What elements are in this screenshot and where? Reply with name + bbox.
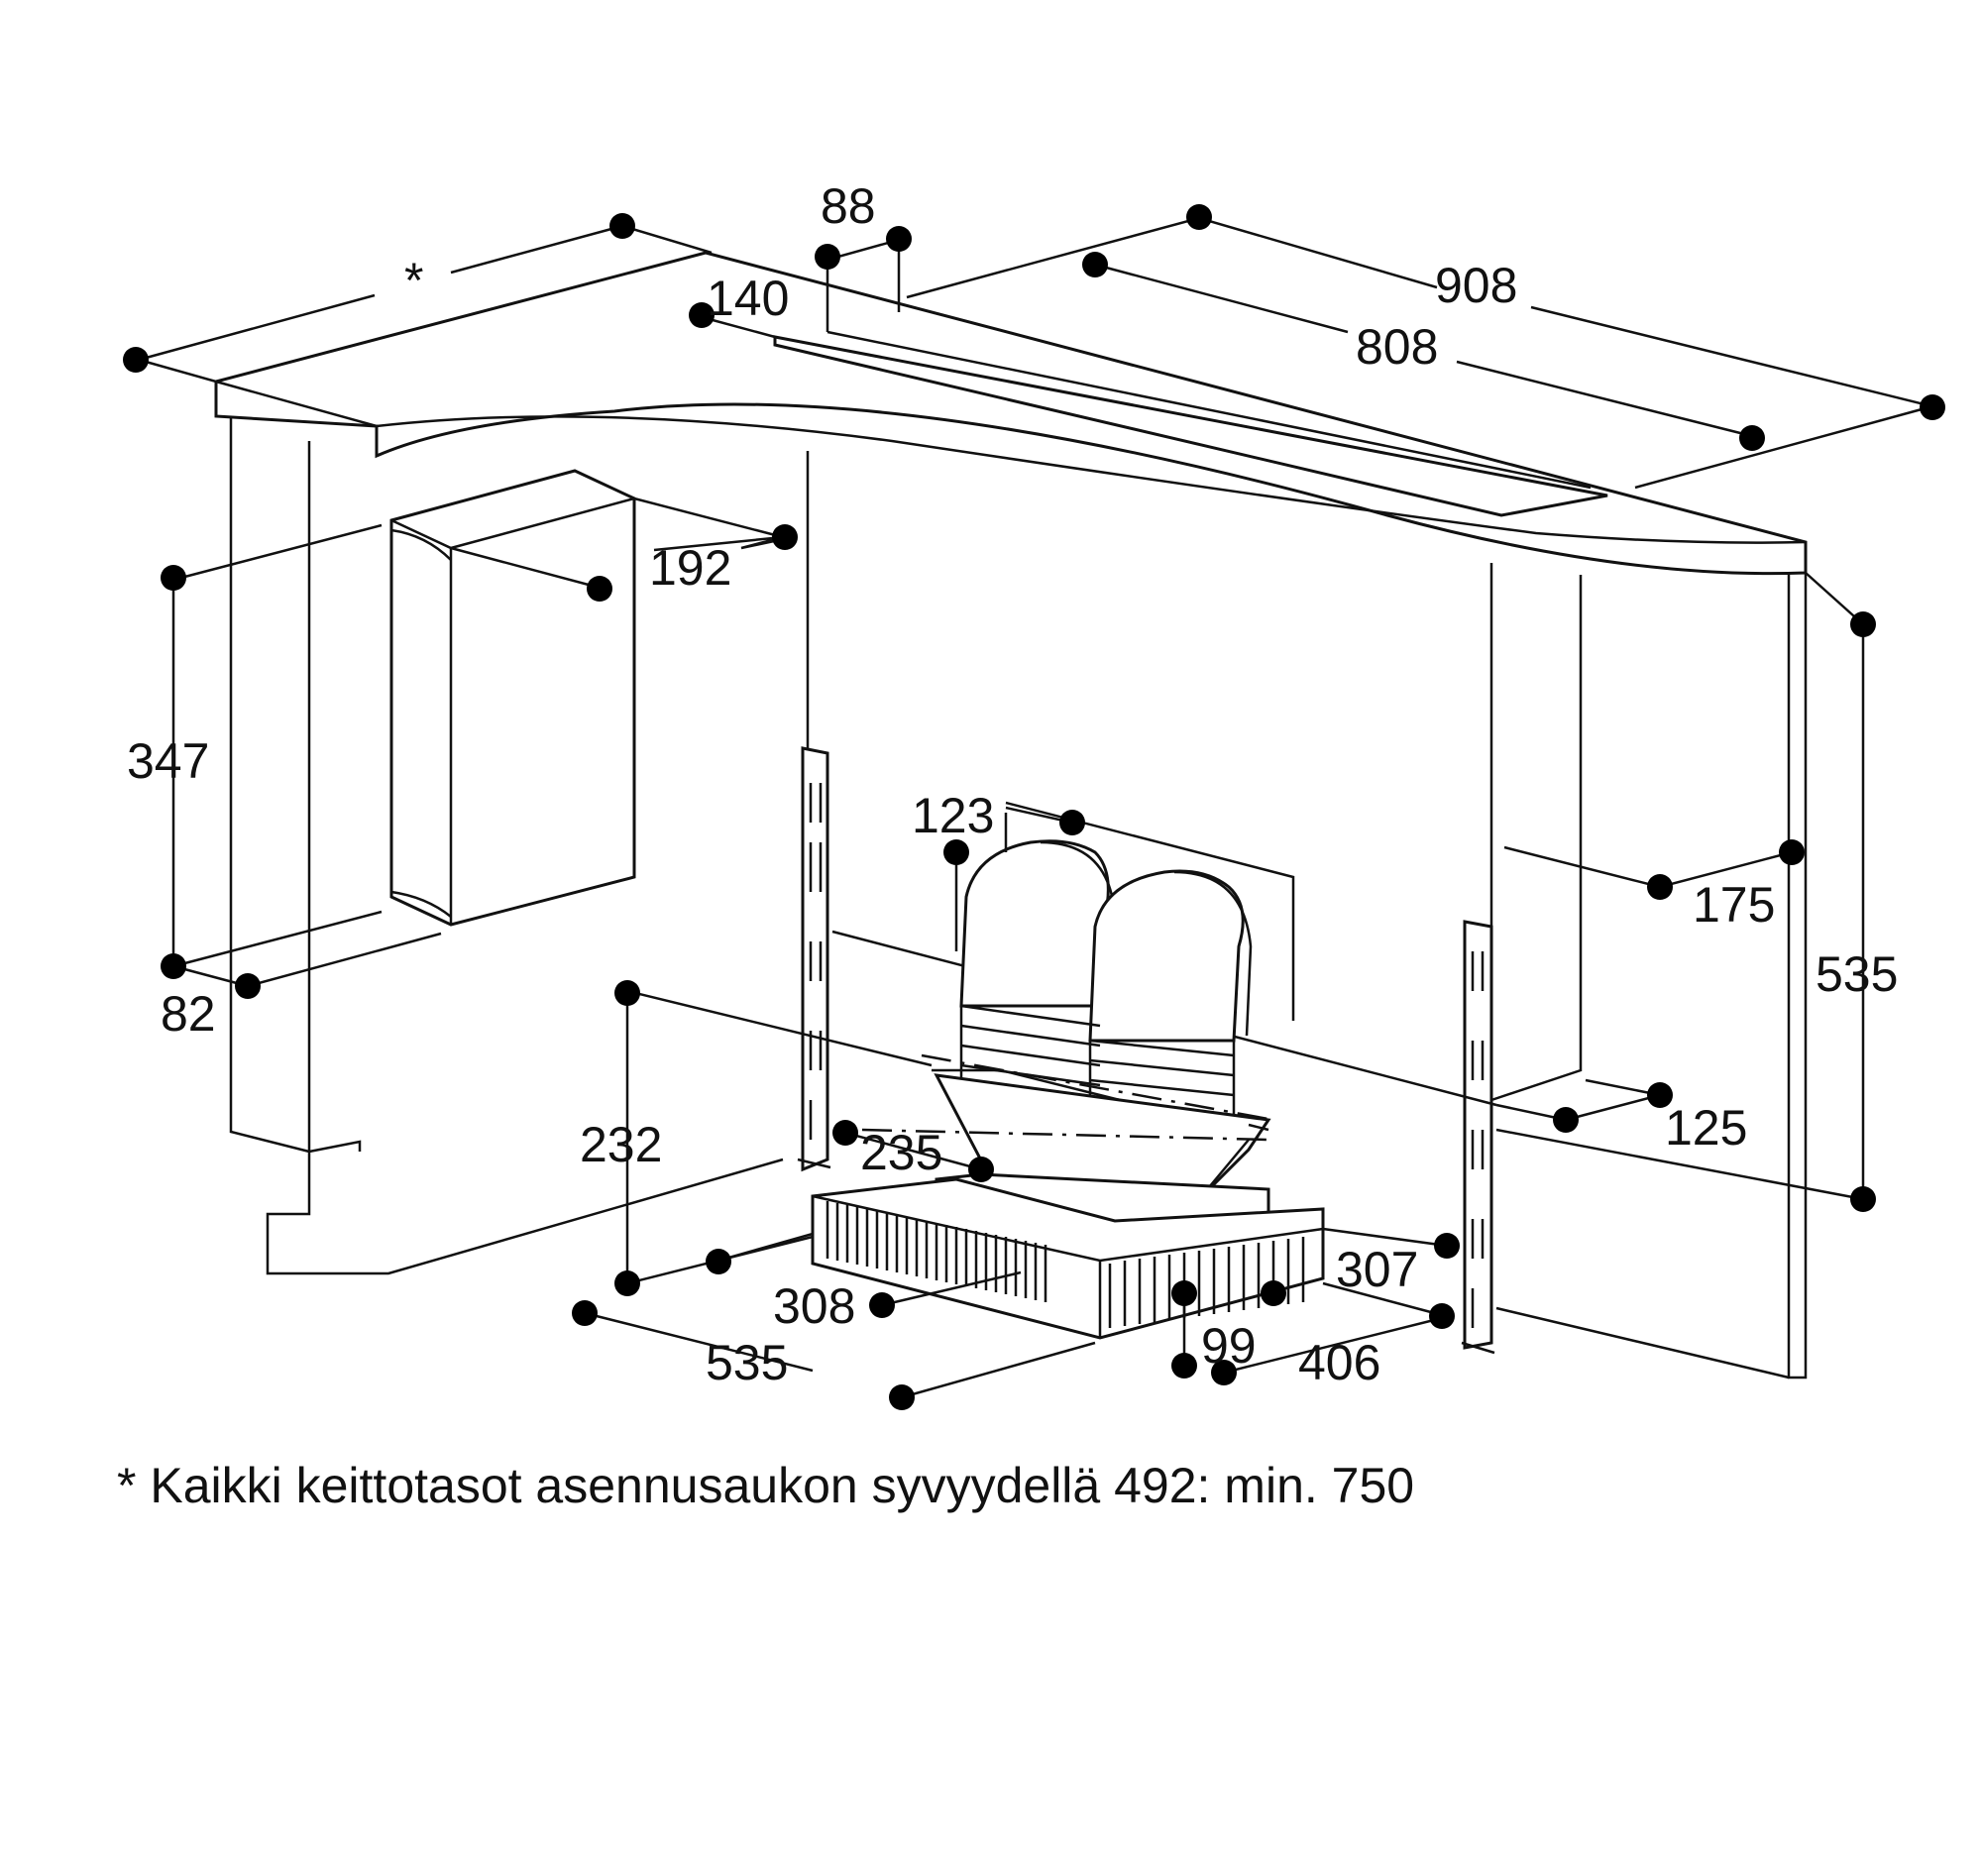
dim-307: 307 (1336, 1242, 1418, 1297)
left-rail (797, 746, 831, 1172)
duct-elbows (959, 839, 1253, 1132)
dim-140: 140 (707, 271, 789, 326)
dim-535-right: 535 (1816, 946, 1898, 1002)
control-box (389, 469, 636, 927)
dim-175: 175 (1693, 877, 1775, 933)
dim-808: 808 (1356, 319, 1438, 375)
dim-82: 82 (161, 986, 216, 1042)
dim-123: 123 (912, 788, 994, 843)
dim-192: 192 (649, 540, 731, 596)
dim-235: 235 (860, 1125, 942, 1180)
dim-125: 125 (1665, 1100, 1747, 1156)
right-rail (1461, 920, 1495, 1355)
dim-star: * (404, 253, 423, 308)
dim-88: 88 (821, 178, 876, 234)
dim-535-bottom: 535 (706, 1335, 788, 1390)
dimension-markers (123, 204, 1945, 1410)
dim-406: 406 (1298, 1335, 1380, 1390)
dimension-lines (138, 216, 1937, 1399)
dimension-labels: * 88 140 908 808 192 347 82 123 175 535 … (127, 178, 1898, 1390)
dim-232: 232 (580, 1117, 662, 1172)
downdraft-slot (773, 330, 1608, 517)
dim-308: 308 (773, 1278, 855, 1334)
dim-908: 908 (1435, 258, 1517, 313)
dim-99: 99 (1201, 1318, 1257, 1374)
footnote: * Kaikki keittotasot asennusaukon syvyyd… (117, 1458, 1415, 1513)
dim-347: 347 (127, 733, 209, 789)
